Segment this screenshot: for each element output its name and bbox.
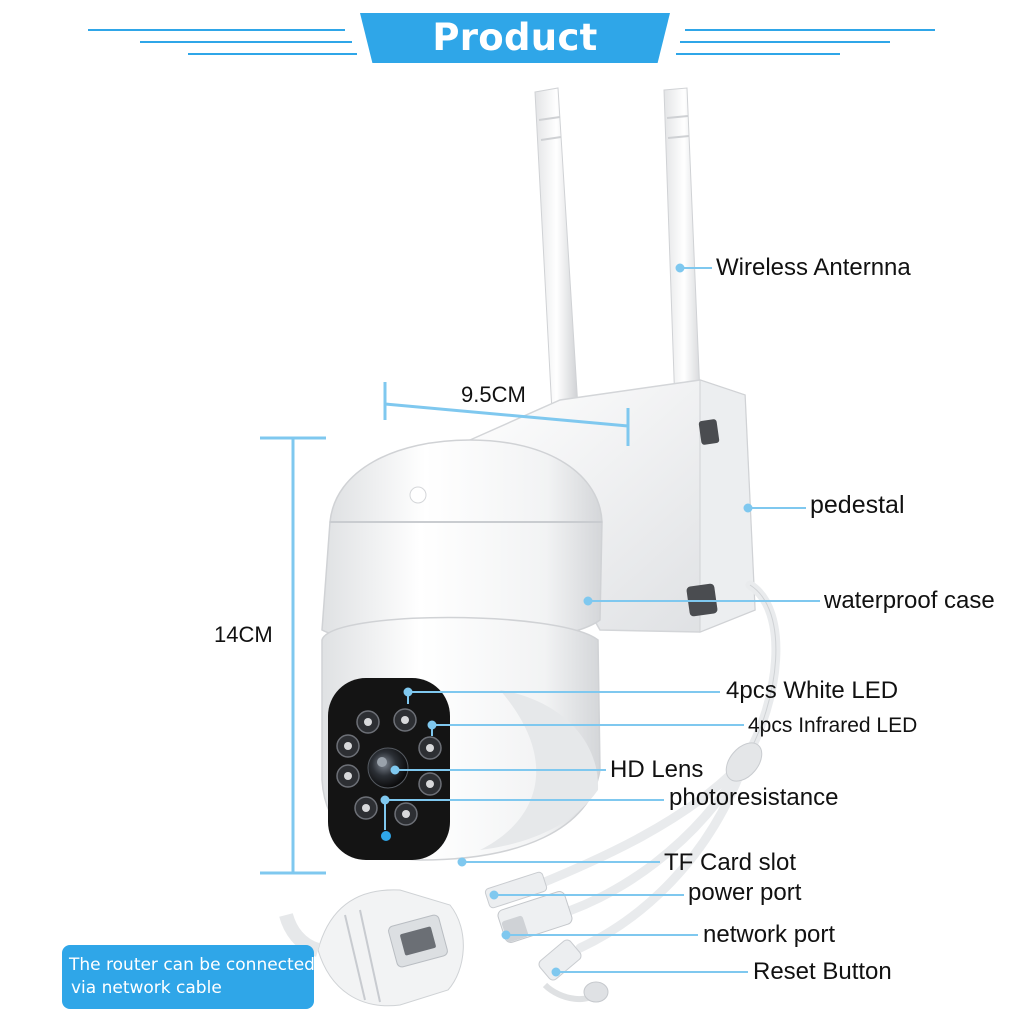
callout-photoresistance: photoresistance	[669, 784, 839, 811]
header-banner	[360, 13, 670, 63]
height-dimension	[260, 436, 326, 875]
callout-tf-card-slot: TF Card slot	[664, 849, 797, 876]
height-dimension-label: 14CM	[214, 622, 273, 647]
callout-pedestal: pedestal	[810, 491, 905, 519]
router-note-box	[62, 945, 314, 1009]
led-array	[336, 708, 442, 826]
router-note-line2: via network cable	[71, 978, 222, 998]
page-title: Product details	[432, 16, 598, 102]
hd-lens	[367, 747, 409, 789]
callout-waterproof-case: waterproof case	[824, 587, 995, 614]
callout-hd-lens: HD Lens	[610, 756, 704, 783]
callout-power-port: power port	[688, 879, 802, 906]
width-dimension-label: 9.5CM	[461, 382, 526, 407]
header-decoration	[88, 29, 935, 55]
power-plug	[484, 871, 548, 909]
router-note-line1: The router can be connected	[69, 955, 315, 975]
reset-cap	[538, 939, 609, 1003]
antenna-left	[534, 87, 579, 413]
callout-network-port: network port	[703, 921, 836, 948]
callout-reset-button: Reset Button	[753, 958, 892, 985]
dome-top	[329, 439, 603, 523]
width-dimension	[383, 382, 630, 446]
callout-antenna: Wireless Anternna	[716, 254, 911, 281]
callout-white-led: 4pcs White LED	[726, 677, 899, 704]
photoresistor	[381, 831, 391, 841]
network-port-closeup	[279, 889, 464, 1007]
leader-lines	[380, 263, 820, 977]
callout-infrared-led: 4pcs Infrared LED	[748, 714, 918, 737]
